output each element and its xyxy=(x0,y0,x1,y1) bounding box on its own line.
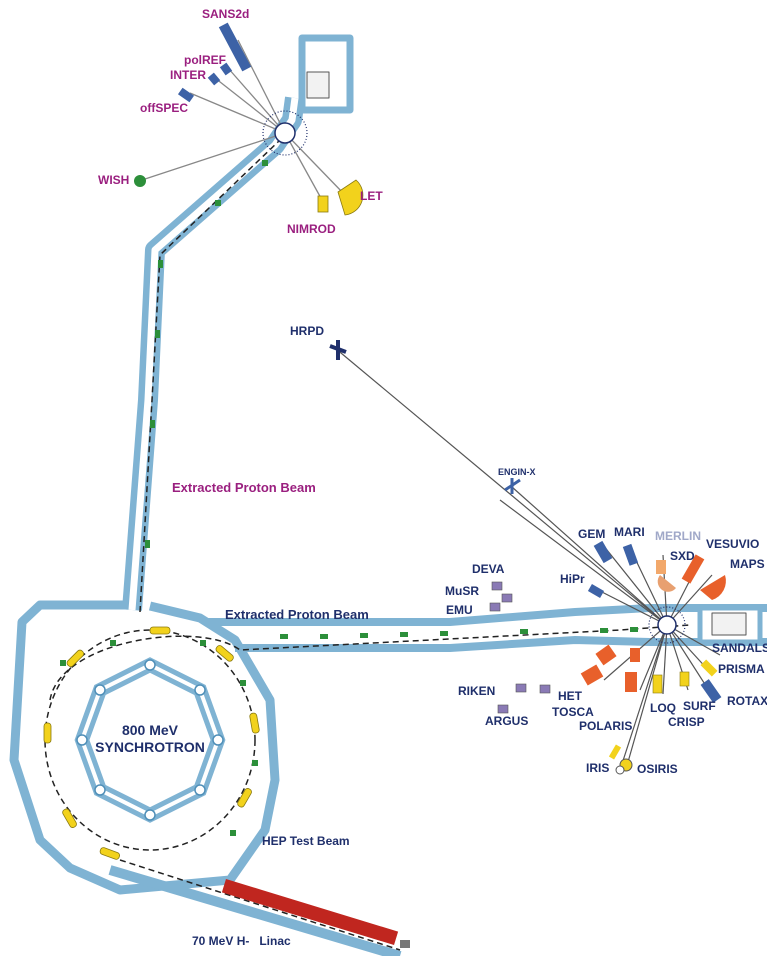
offspec-shape xyxy=(177,87,195,103)
label-polref: polREF xyxy=(184,53,226,67)
label-nimrod: NIMROD xyxy=(287,222,336,236)
label-sandals: SANDALS xyxy=(712,641,767,655)
ts1-target xyxy=(648,606,686,644)
sans2d-tank xyxy=(218,22,252,72)
hep-label: HEP Test Beam xyxy=(262,834,350,848)
merlin-shape xyxy=(656,560,666,574)
ts2-labels: SANS2d polREF INTER offSPEC WISH LET NIM… xyxy=(98,7,383,236)
building-walls xyxy=(9,34,767,956)
ring-nodes xyxy=(76,659,224,821)
linac-tunnel xyxy=(108,865,402,956)
label-deva: DEVA xyxy=(472,562,505,576)
ts1-instrument-shapes xyxy=(329,340,726,775)
mari-shape xyxy=(622,543,639,566)
synchrotron-label-line1: 800 MeV xyxy=(122,722,179,738)
ts2-instrument-shapes xyxy=(134,22,364,216)
label-iris: IRIS xyxy=(586,761,609,775)
hipr-shape xyxy=(587,584,605,598)
nimrod-shape xyxy=(317,195,329,213)
gem-shape xyxy=(593,540,613,564)
vesuvio-shape xyxy=(681,554,705,584)
magnets xyxy=(60,160,638,836)
prisma-shape xyxy=(700,659,718,677)
label-loq: LOQ xyxy=(650,701,676,715)
label-gem: GEM xyxy=(578,527,605,541)
label-enginx: ENGIN-X xyxy=(498,467,536,477)
label-crisp: CRISP xyxy=(668,715,705,729)
epb-vertical-label: Extracted Proton Beam xyxy=(172,480,316,495)
label-vesuvio: VESUVIO xyxy=(706,537,759,551)
label-hipr: HiPr xyxy=(560,572,585,586)
label-sxd: SXD xyxy=(670,549,695,563)
ts1-labels: HRPD ENGIN-X GEM MARI MERLIN VESUVIO SXD… xyxy=(290,324,767,776)
let-shape xyxy=(337,179,364,216)
ts1-beam-tunnel xyxy=(205,604,767,626)
surf-shape xyxy=(679,671,690,687)
label-let: LET xyxy=(360,189,383,203)
label-musr: MuSR xyxy=(445,584,479,598)
linac-label: 70 MeV H- Linac xyxy=(192,934,291,948)
wish-shape xyxy=(134,175,146,187)
polref-shape xyxy=(219,62,233,76)
label-maps: MAPS xyxy=(730,557,765,571)
tosca-het-shapes xyxy=(580,644,640,692)
label-tosca: TOSCA xyxy=(552,705,594,719)
loq-shape xyxy=(652,674,663,694)
epb-horizontal-label: Extracted Proton Beam xyxy=(225,607,369,622)
label-het: HET xyxy=(558,689,583,703)
rotax-shape xyxy=(700,679,722,703)
synchrotron-label-line2: SYNCHROTRON xyxy=(95,739,205,755)
label-wish: WISH xyxy=(98,173,129,187)
label-offspec: offSPEC xyxy=(140,101,188,115)
iris-shape xyxy=(608,744,622,760)
sxd-shape xyxy=(657,575,676,592)
label-inter: INTER xyxy=(170,68,206,82)
label-merlin: MERLIN xyxy=(655,529,701,543)
beam-paths xyxy=(44,124,691,951)
label-emu: EMU xyxy=(446,603,473,617)
label-polaris: POLARIS xyxy=(579,719,632,733)
label-riken: RIKEN xyxy=(458,684,495,698)
ts2-beamlines xyxy=(141,39,346,201)
maps-shape xyxy=(700,575,726,600)
label-hrpd: HRPD xyxy=(290,324,324,338)
label-prisma: PRISMA xyxy=(718,662,765,676)
label-rotax: ROTAX xyxy=(727,694,767,708)
linac xyxy=(221,878,410,948)
label-mari: MARI xyxy=(614,525,645,539)
label-sans2d: SANS2d xyxy=(202,7,249,21)
enginx-shape xyxy=(504,478,521,494)
hrpd-shape xyxy=(329,340,347,360)
ts2-target xyxy=(262,110,308,156)
label-osiris: OSIRIS xyxy=(637,762,678,776)
dipole-magnets xyxy=(43,626,260,860)
muon-instruments xyxy=(489,581,551,714)
label-argus: ARGUS xyxy=(485,714,528,728)
label-surf: SURF xyxy=(683,699,716,713)
inter-shape xyxy=(207,72,221,86)
